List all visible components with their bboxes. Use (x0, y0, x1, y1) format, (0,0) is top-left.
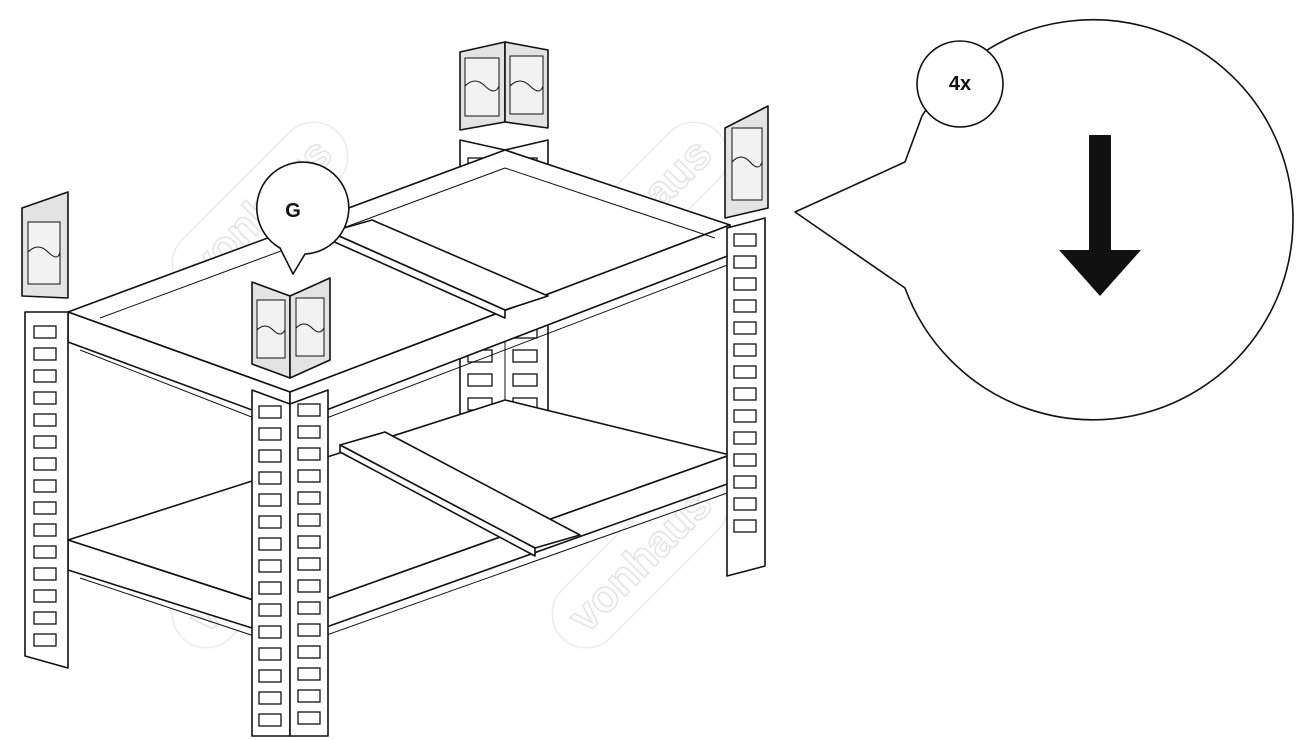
post-slot (733, 431, 757, 445)
post-slot (733, 475, 757, 489)
post-slot (33, 501, 57, 515)
post-slot (733, 519, 757, 533)
post-slot (297, 447, 321, 461)
post-slot (258, 559, 282, 573)
post-slot (733, 387, 757, 401)
post-slot (33, 589, 57, 603)
post-slot (297, 491, 321, 505)
post-slot (258, 669, 282, 683)
post-slot (258, 515, 282, 529)
post-slot (297, 711, 321, 725)
part-label-g: G (285, 200, 301, 222)
post-slot (33, 479, 57, 493)
post-slot (33, 457, 57, 471)
post-slot (258, 647, 282, 661)
post-slot (258, 405, 282, 419)
post-slot (297, 403, 321, 417)
post-slot (467, 373, 493, 387)
corner-cap (724, 105, 769, 219)
post-slot (33, 391, 57, 405)
lower-shelf (67, 399, 731, 649)
post-slot (733, 497, 757, 511)
post-slot (33, 325, 57, 339)
post-slot (297, 425, 321, 439)
post-slot (297, 645, 321, 659)
post-slot (258, 691, 282, 705)
post-slot (258, 603, 282, 617)
post-slot (258, 471, 282, 485)
post-slot (733, 365, 757, 379)
post-slot (258, 493, 282, 507)
post-slot (733, 277, 757, 291)
post-slot (33, 413, 57, 427)
post-slot (33, 435, 57, 449)
post-slot (733, 299, 757, 313)
arrow-down-icon (1059, 135, 1141, 296)
corner-cap (21, 191, 69, 299)
post-slot (733, 409, 757, 423)
corner-cap-g (251, 277, 331, 379)
post-slot (297, 469, 321, 483)
post-slot (297, 535, 321, 549)
post-slot (733, 321, 757, 335)
part-label-callout: G (256, 161, 350, 275)
post-slot (733, 343, 757, 357)
post-slot (258, 427, 282, 441)
post-slot (258, 449, 282, 463)
quantity-text: 4x (949, 73, 971, 95)
post-slot (733, 453, 757, 467)
post-slot (33, 633, 57, 647)
post-slot (297, 579, 321, 593)
post-slot (733, 233, 757, 247)
front-left-post (24, 311, 69, 669)
post-slot (33, 545, 57, 559)
post-slot (297, 601, 321, 615)
post-slot (512, 373, 538, 387)
post-slot (297, 667, 321, 681)
post-slot (33, 523, 57, 537)
post-slot (33, 369, 57, 383)
post-slot (258, 581, 282, 595)
post-slot (297, 689, 321, 703)
upper-shelf (67, 149, 731, 433)
post-slot (297, 557, 321, 571)
corner-cap (459, 41, 549, 131)
post-slot (297, 513, 321, 527)
post-slot (33, 347, 57, 361)
post-slot (258, 537, 282, 551)
post-slot (297, 623, 321, 637)
detail-callout: 4x (794, 19, 1294, 421)
post-slot (33, 567, 57, 581)
right-post (726, 217, 766, 577)
post-slot (733, 255, 757, 269)
quantity-badge: 4x (916, 40, 1004, 128)
post-slot (258, 625, 282, 639)
front-center-post (251, 389, 329, 737)
post-slot (258, 713, 282, 727)
post-slot (512, 349, 538, 363)
post-slot (33, 611, 57, 625)
